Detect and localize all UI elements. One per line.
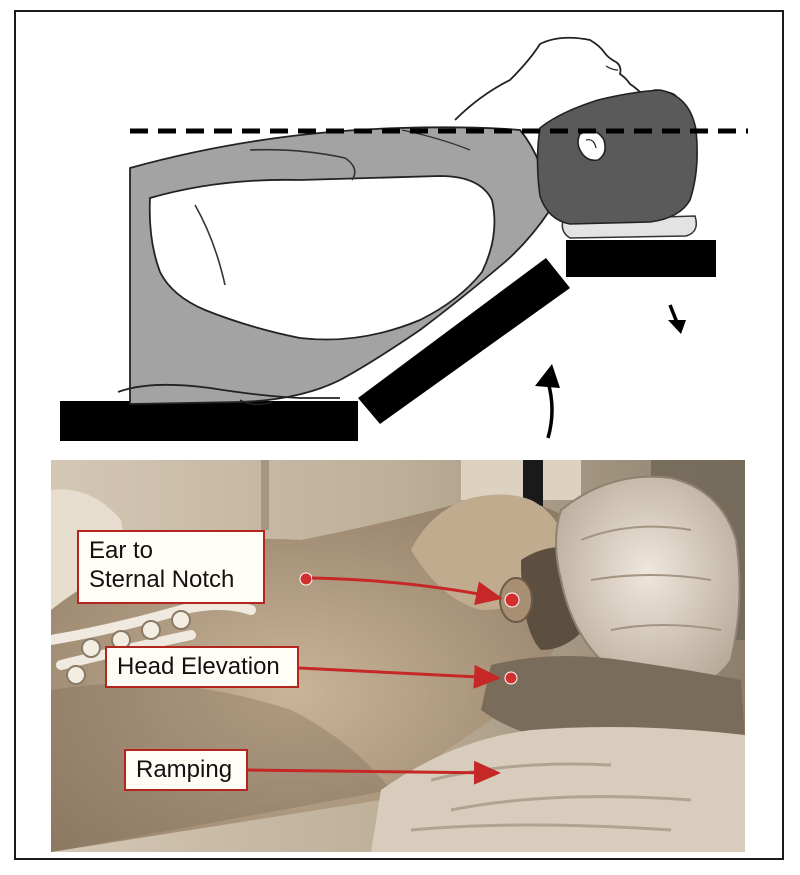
background-rail <box>261 460 269 530</box>
blanket-folds <box>410 762 692 832</box>
table-flat-section <box>60 401 358 441</box>
curved-arrow-up-icon <box>535 364 560 439</box>
gown-fold <box>194 204 226 286</box>
callout-ear-to-sternal-notch: Ear to Sternal Notch <box>77 530 265 604</box>
head-platform <box>566 240 716 277</box>
patient-body-inner <box>148 175 496 341</box>
patient-hair <box>536 89 698 225</box>
patient-ear <box>499 577 533 623</box>
patient-lower-body <box>117 383 340 399</box>
head-elevation-pad <box>481 656 745 747</box>
positioning-illustration <box>60 36 748 441</box>
gown-fold <box>401 129 471 151</box>
callout-ear-line2: Sternal Notch <box>89 566 235 593</box>
patient-ear <box>577 130 606 162</box>
patient-leg <box>239 399 273 406</box>
callout-ramping: Ramping <box>124 749 248 791</box>
background-equipment <box>461 460 581 500</box>
patient-ear-inner <box>585 139 597 149</box>
arrow-down-icon <box>668 304 686 334</box>
ramp-wedge <box>358 258 570 424</box>
ramp-blankets <box>371 726 745 852</box>
cap-folds <box>580 525 722 631</box>
surgical-cap <box>555 475 741 692</box>
callout-ear-line1: Ear to <box>89 537 154 564</box>
gown-fold <box>249 148 356 181</box>
patient-mouth-line <box>605 65 619 71</box>
callout-head-elevation: Head Elevation <box>105 646 299 688</box>
